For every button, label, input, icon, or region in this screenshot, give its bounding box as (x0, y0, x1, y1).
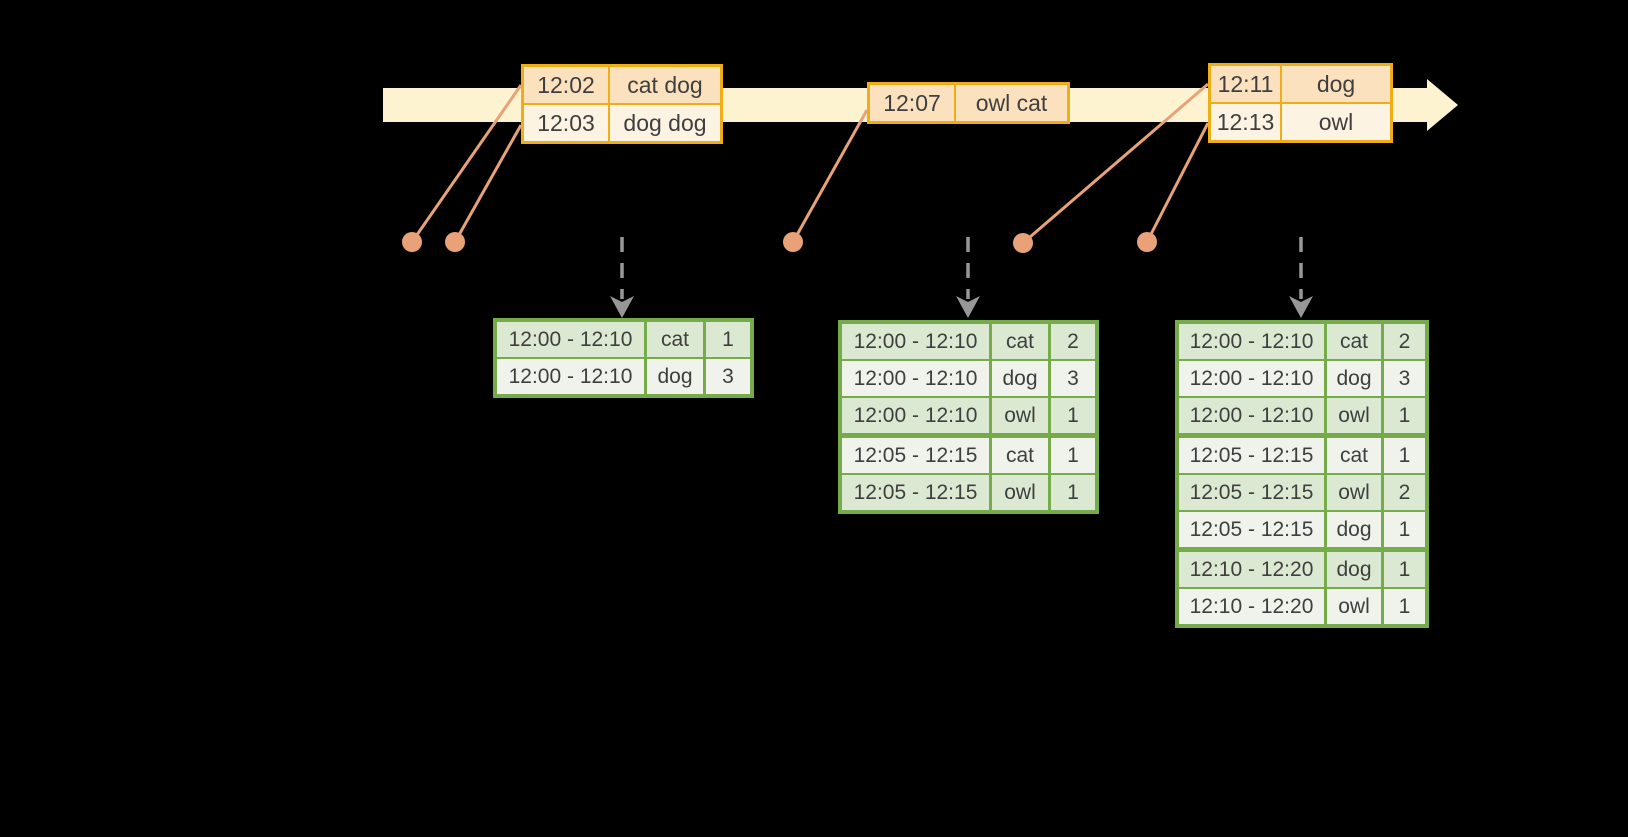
count-cell: 3 (1384, 361, 1425, 396)
word-cell: dog (1327, 361, 1381, 396)
window-cell: 12:10 - 12:20 (1179, 589, 1324, 624)
word-cell: cat (992, 438, 1048, 473)
count-cell: 1 (1051, 438, 1095, 473)
count-cell: 3 (706, 359, 750, 394)
count-cell: 2 (1384, 475, 1425, 510)
event-time-cell: 12:03 (524, 105, 608, 141)
count-cell: 2 (1384, 324, 1425, 359)
event-dot (445, 232, 465, 252)
count-cell: 2 (1051, 324, 1095, 359)
window-cell: 12:00 - 12:10 (497, 359, 644, 394)
event-words-cell: owl cat (956, 85, 1067, 121)
word-cell: owl (992, 475, 1048, 510)
event-dot (783, 232, 803, 252)
window-cell: 12:05 - 12:15 (1179, 475, 1324, 510)
word-cell: owl (1327, 589, 1381, 624)
word-cell: dog (647, 359, 703, 394)
window-cell: 12:00 - 12:10 (1179, 361, 1324, 396)
word-cell: dog (1327, 552, 1381, 587)
word-cell: owl (1327, 475, 1381, 510)
count-cell: 1 (1384, 438, 1425, 473)
word-cell: cat (1327, 438, 1381, 473)
count-cell: 1 (1384, 398, 1425, 433)
word-cell: cat (1327, 324, 1381, 359)
event-time-cell: 12:11 (1211, 66, 1280, 102)
window-cell: 12:00 - 12:10 (1179, 398, 1324, 433)
window-cell: 12:05 - 12:15 (1179, 438, 1324, 473)
trigger-arrow-head-icon (956, 296, 980, 318)
count-cell: 1 (706, 322, 750, 357)
count-cell: 1 (1384, 552, 1425, 587)
event-connector-line (453, 124, 523, 243)
event-connector-line (1022, 82, 1209, 245)
count-cell: 1 (1051, 398, 1095, 433)
window-cell: 12:05 - 12:15 (842, 475, 989, 510)
window-cell: 12:10 - 12:20 (1179, 552, 1324, 587)
count-cell: 3 (1051, 361, 1095, 396)
timeline-arrowhead-icon (1427, 79, 1458, 131)
event-time-cell: 12:07 (870, 85, 954, 121)
window-cell: 12:00 - 12:10 (497, 322, 644, 357)
word-cell: dog (992, 361, 1048, 396)
window-cell: 12:00 - 12:10 (842, 324, 989, 359)
event-words-cell: cat dog (610, 67, 720, 103)
event-words-cell: owl (1282, 104, 1390, 140)
count-cell: 1 (1384, 589, 1425, 624)
event-connector-line (1145, 122, 1210, 243)
event-words-cell: dog dog (610, 105, 720, 141)
trigger-arrow-head-icon (1289, 296, 1313, 318)
word-cell: owl (992, 398, 1048, 433)
word-cell: dog (1327, 512, 1381, 547)
event-words-cell: dog (1282, 66, 1390, 102)
event-dot (1137, 232, 1157, 252)
event-time-cell: 12:02 (524, 67, 608, 103)
window-cell: 12:00 - 12:10 (1179, 324, 1324, 359)
word-cell: owl (1327, 398, 1381, 433)
event-dot (1013, 233, 1033, 253)
window-cell: 12:05 - 12:15 (1179, 512, 1324, 547)
event-connector-line (791, 109, 869, 243)
window-cell: 12:00 - 12:10 (842, 398, 989, 433)
trigger-arrow-head-icon (610, 296, 634, 318)
event-dot (402, 232, 422, 252)
window-cell: 12:05 - 12:15 (842, 438, 989, 473)
word-cell: cat (647, 322, 703, 357)
event-time-cell: 12:13 (1211, 104, 1280, 140)
word-cell: cat (992, 324, 1048, 359)
event-connector-line (410, 84, 523, 243)
window-cell: 12:00 - 12:10 (842, 361, 989, 396)
count-cell: 1 (1051, 475, 1095, 510)
count-cell: 1 (1384, 512, 1425, 547)
